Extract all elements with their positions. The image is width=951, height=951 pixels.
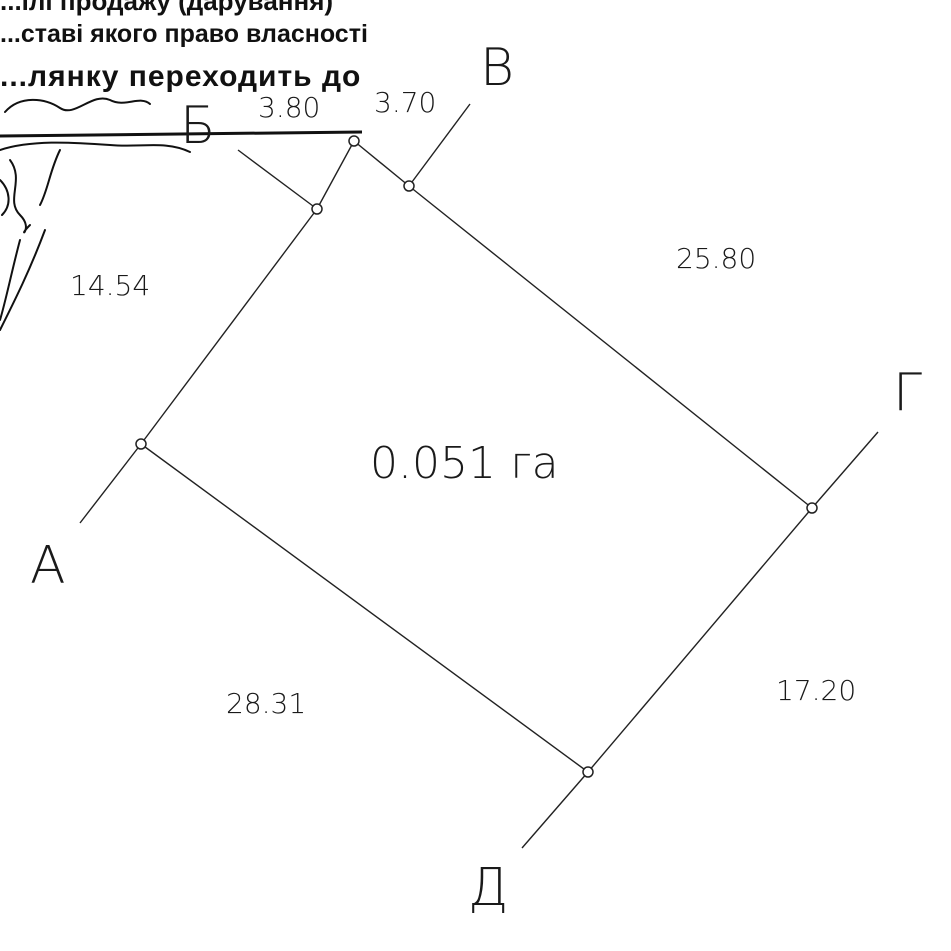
document-text-line-2: ...ставі якого право власності [0, 20, 368, 48]
vertex-label-v: В [480, 38, 514, 98]
document-underline [0, 130, 363, 138]
dimension-d-a: 28.31 [226, 687, 306, 720]
vertex-marker-top [348, 135, 360, 147]
dimension-g-d: 17.20 [776, 674, 856, 707]
vertex-label-b: Б [180, 96, 216, 156]
dimension-a-b: 14.54 [70, 269, 150, 302]
vertex-marker-d [582, 766, 594, 778]
vertex-marker-v [403, 180, 415, 192]
handwritten-signature [0, 97, 191, 331]
dimension-v-g: 25.80 [676, 242, 756, 275]
dimension-top-v: 3.70 [374, 86, 436, 119]
neighbor-boundary-lines [79, 103, 879, 849]
dimension-b-top: 3.80 [258, 91, 320, 124]
vertex-label-g: Г [893, 363, 922, 423]
parcel-boundary [140, 140, 813, 773]
vertex-marker-b [311, 203, 323, 215]
document-text-line-3: ...лянку переходить до [0, 60, 362, 93]
vertex-label-a: А [30, 536, 66, 596]
vertex-label-d: Д [468, 858, 508, 918]
vertex-marker-g [806, 502, 818, 514]
vertex-marker-a [135, 438, 147, 450]
area-label: 0.051 га [370, 438, 559, 489]
document-text-line-1: ...ілі продажу (дарування) [0, 0, 334, 16]
